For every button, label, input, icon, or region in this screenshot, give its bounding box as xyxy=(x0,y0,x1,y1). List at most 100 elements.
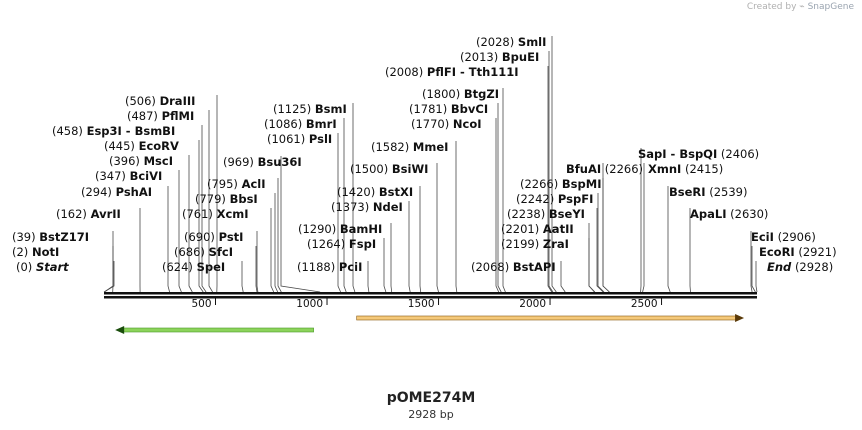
site-label-end[interactable]: End (2928) xyxy=(767,260,833,274)
site-label-apali[interactable]: ApaLI (2630) xyxy=(690,207,768,221)
site-label-mmei[interactable]: (1582) MmeI xyxy=(371,140,448,154)
site-position: (686) xyxy=(174,245,205,259)
site-line-fspi xyxy=(383,238,387,293)
site-line-msci xyxy=(188,155,193,293)
site-label-pcii[interactable]: (1188) PciI xyxy=(297,260,362,274)
site-position: (1582) xyxy=(371,140,409,154)
site-label-xcmi[interactable]: (761) XcmI xyxy=(182,207,249,221)
site-label-noti[interactable]: (2) NotI xyxy=(12,245,59,259)
strand-bottom xyxy=(104,296,757,299)
site-label-pshai[interactable]: (294) PshAI xyxy=(81,185,152,199)
green-feature-reverse[interactable] xyxy=(115,326,314,334)
site-position: (2266) xyxy=(605,162,643,176)
site-label-ndei[interactable]: (1373) NdeI xyxy=(331,200,403,214)
site-label-bseyi[interactable]: (2238) BseYI xyxy=(507,207,585,221)
site-label-bbsi[interactable]: (779) BbsI xyxy=(195,192,258,206)
site-label-esp3i-bsmbi[interactable]: (458) Esp3I - BsmBI xyxy=(52,124,175,138)
site-label-pflfi-tth111i[interactable]: (2008) PflFI - Tth111I xyxy=(385,65,519,79)
site-label-smli[interactable]: (2028) SmlI xyxy=(476,35,546,49)
site-position: (0) xyxy=(16,260,32,274)
site-line-sfci xyxy=(255,246,258,293)
site-label-btgzi[interactable]: (1800) BtgZI xyxy=(422,87,499,101)
site-label-ecorv[interactable]: (445) EcoRV xyxy=(104,139,179,153)
site-line-bsu36i xyxy=(280,156,321,293)
site-name: BseRI xyxy=(669,185,706,199)
site-line-mmei xyxy=(455,141,458,293)
site-position: (2238) xyxy=(507,207,545,221)
site-line-bbvci xyxy=(497,103,502,293)
site-line-pcii xyxy=(367,261,370,293)
site-label-zrai[interactable]: (2199) ZraI xyxy=(501,237,569,251)
site-name: AclI xyxy=(242,177,266,191)
site-line-end xyxy=(755,261,758,293)
site-label-fspi[interactable]: (1264) FspI xyxy=(307,237,376,251)
site-line-bamhi xyxy=(390,223,393,293)
site-line-pshai xyxy=(167,186,170,293)
site-label-avrii[interactable]: (162) AvrII xyxy=(56,207,121,221)
site-label-pspfi[interactable]: (2242) PspFI xyxy=(516,192,593,206)
site-label-bstxi[interactable]: (1420) BstXI xyxy=(337,185,413,199)
site-label-bstapi[interactable]: (2068) BstAPI xyxy=(471,260,556,274)
site-line-pflmi xyxy=(208,110,213,293)
site-label-bsu36i[interactable]: (969) Bsu36I xyxy=(223,155,302,169)
strand-top xyxy=(104,292,757,295)
tick-label: 1500 xyxy=(408,298,435,310)
site-name: EcoRI xyxy=(759,245,795,259)
site-line-aatii xyxy=(588,223,596,293)
site-position: (624) xyxy=(162,260,193,274)
site-label-sfci[interactable]: (686) SfcI xyxy=(174,245,233,259)
orange-feature-forward[interactable] xyxy=(356,314,745,322)
site-position: (506) xyxy=(125,94,156,108)
site-line-xmni xyxy=(642,163,645,293)
site-position: (2266) xyxy=(520,177,558,191)
site-label-bsiwi[interactable]: (1500) BsiWI xyxy=(350,162,428,176)
site-label-bamhi[interactable]: (1290) BamHI xyxy=(298,222,382,236)
site-label-draiii[interactable]: (506) DraIII xyxy=(125,94,195,108)
site-position: (2630) xyxy=(730,207,768,221)
tick-label: 2000 xyxy=(519,298,546,310)
site-label-spei[interactable]: (624) SpeI xyxy=(162,260,225,274)
site-name: BsmI xyxy=(315,102,347,116)
site-line-bfuai xyxy=(602,163,610,293)
site-label-aatii[interactable]: (2201) AatII xyxy=(501,222,574,236)
site-label-bseri[interactable]: BseRI (2539) xyxy=(669,185,747,199)
site-position: (458) xyxy=(52,124,83,138)
site-name: SpeI xyxy=(197,260,226,274)
site-label-sapi-bspqi[interactable]: SapI - BspQI (2406) xyxy=(638,147,759,161)
site-name: End xyxy=(767,260,792,274)
credit-brand: SnapGene xyxy=(807,2,854,12)
site-label-bstz17i[interactable]: (39) BstZ17I xyxy=(12,230,89,244)
site-label-psli[interactable]: (1061) PslI xyxy=(267,132,332,146)
site-label-ecii[interactable]: EciI (2906) xyxy=(751,230,816,244)
site-position: (2068) xyxy=(471,260,509,274)
site-position: (2199) xyxy=(501,237,539,251)
site-name: XcmI xyxy=(217,207,249,221)
site-name: FspI xyxy=(349,237,376,251)
site-label-bspmi[interactable]: (2266) BspMI xyxy=(520,177,601,191)
site-name: EciI xyxy=(751,230,774,244)
site-label-ecori[interactable]: EcoRI (2921) xyxy=(759,245,837,259)
site-label-msci[interactable]: (396) MscI xyxy=(109,154,173,168)
site-label-psti[interactable]: (690) PstI xyxy=(184,230,243,244)
site-line-ecii xyxy=(750,231,753,293)
dna-backbone xyxy=(104,292,757,299)
site-position: (487) xyxy=(127,109,158,123)
site-label-ncoi[interactable]: (1770) NcoI xyxy=(411,117,482,131)
site-label-bfuai[interactable]: BfuAI (2266) xyxy=(566,162,643,176)
site-label-bbvci[interactable]: (1781) BbvCI xyxy=(409,102,488,116)
site-name: BpuEI xyxy=(502,50,539,64)
site-label-bcivi[interactable]: (347) BciVI xyxy=(95,169,162,183)
site-label-bmri[interactable]: (1086) BmrI xyxy=(264,117,337,131)
site-label-acli[interactable]: (795) AclI xyxy=(207,177,266,191)
site-label-bpuei[interactable]: (2013) BpuEI xyxy=(460,50,539,64)
site-position: (1188) xyxy=(297,260,335,274)
site-label-xmni[interactable]: XmnI (2415) xyxy=(648,162,723,176)
tick-label: 500 xyxy=(191,298,211,310)
site-label-start[interactable]: (0) Start xyxy=(16,260,69,274)
site-position: (2008) xyxy=(385,65,423,79)
site-label-pflmi[interactable]: (487) PflMI xyxy=(127,109,194,123)
site-line-zrai xyxy=(588,238,595,293)
site-label-bsmi[interactable]: (1125) BsmI xyxy=(273,102,347,116)
site-position: (2415) xyxy=(685,162,723,176)
site-line-ndei xyxy=(408,201,411,293)
